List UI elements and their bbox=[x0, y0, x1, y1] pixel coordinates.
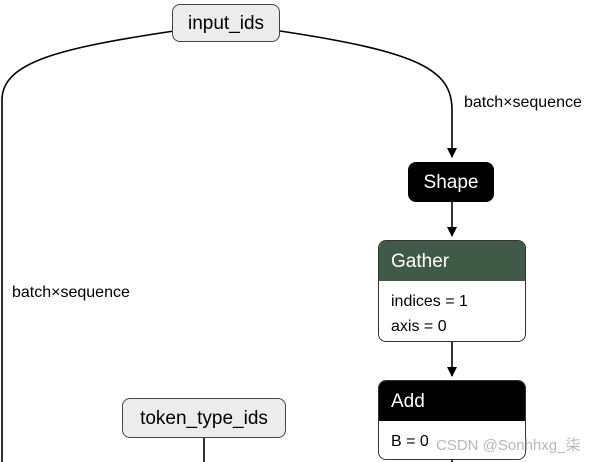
edge-input-left bbox=[1, 30, 175, 462]
input-ids-label: input_ids bbox=[187, 12, 265, 34]
add-label: Add bbox=[391, 390, 425, 412]
token-type-ids-node[interactable]: token_type_ids bbox=[122, 398, 286, 438]
edge-label-left: batch×sequence bbox=[12, 284, 130, 301]
input-ids-node[interactable]: input_ids bbox=[172, 4, 280, 42]
gather-attr-indices: indices = 1 bbox=[391, 293, 468, 310]
gather-node[interactable]: Gather indices = 1 axis = 0 bbox=[378, 240, 526, 342]
shape-node[interactable]: Shape bbox=[408, 162, 494, 202]
add-node[interactable]: Add B = 0 bbox=[378, 380, 526, 460]
gather-attr-axis: axis = 0 bbox=[391, 318, 447, 335]
edge-label-shape: batch×sequence bbox=[464, 94, 582, 111]
shape-label: Shape bbox=[423, 171, 479, 193]
edge-input-to-shape bbox=[279, 30, 457, 158]
token-type-ids-label: token_type_ids bbox=[140, 407, 268, 429]
gather-header: Gather bbox=[379, 241, 525, 281]
gather-label: Gather bbox=[391, 250, 450, 272]
watermark: CSDN @Sonhhxg_柒 bbox=[436, 437, 581, 454]
add-attr-b: B = 0 bbox=[391, 433, 429, 450]
add-attributes: B = 0 bbox=[379, 421, 525, 454]
add-header: Add bbox=[379, 381, 525, 421]
gather-attributes: indices = 1 axis = 0 bbox=[379, 281, 525, 339]
